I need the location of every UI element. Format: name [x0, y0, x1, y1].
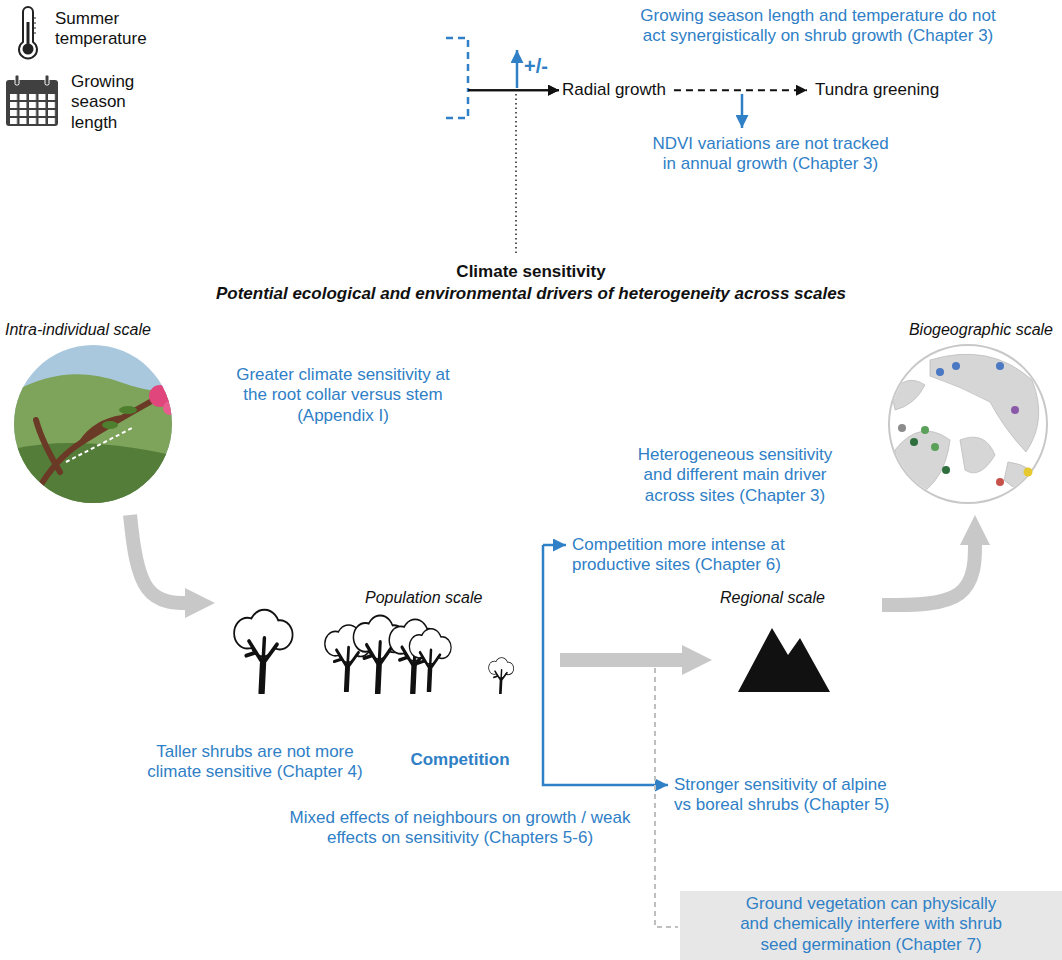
mountain-icon — [738, 628, 830, 692]
connector — [560, 660, 692, 661]
effect-sign: +/- — [524, 54, 548, 78]
photo-cut-line — [66, 428, 132, 462]
bracket-line — [446, 38, 468, 90]
calendar-ring — [15, 75, 19, 85]
effect-arrow — [741, 94, 744, 128]
node-text: Tundra greening — [815, 80, 939, 100]
site-dot — [942, 466, 950, 474]
photo-ground — [0, 443, 200, 520]
finding-text: Heterogeneous sensitivity and different … — [630, 445, 840, 506]
connector — [882, 535, 975, 605]
map-land — [930, 354, 1039, 452]
variable-label: Summer temperature — [5, 5, 446, 67]
site-dot — [952, 362, 960, 370]
site-dot — [921, 426, 929, 434]
map-land — [1004, 462, 1040, 490]
connector — [130, 515, 195, 603]
dotted-guide — [515, 94, 517, 256]
shrub-photo — [0, 340, 200, 520]
connector-line — [130, 515, 195, 603]
finding-text: Mixed effects of neighbours on growth / … — [280, 808, 640, 849]
calendar-icon — [6, 75, 58, 126]
connector — [446, 90, 559, 118]
thermometer-column — [27, 22, 30, 49]
map-land — [895, 431, 950, 497]
connector — [674, 90, 807, 91]
scale-panel: Intra-individual scale — [5, 320, 183, 515]
photo-flower — [163, 401, 177, 415]
photo-leaf — [119, 406, 137, 414]
finding-text: NDVI variations are not tracked in annua… — [648, 134, 893, 175]
connector-line — [882, 535, 975, 605]
node-text: Growing season length — [71, 72, 145, 133]
node-text: Regional scale — [720, 588, 890, 607]
shrub-icon — [489, 658, 513, 693]
site-dot — [996, 478, 1004, 486]
finding-text: Taller shrubs are not more climate sensi… — [143, 742, 367, 783]
scale-panel: Biogeographic scale — [885, 320, 1057, 515]
site-dot — [898, 424, 906, 432]
bracket-arrow — [543, 544, 566, 547]
node-text: Population scale — [365, 588, 710, 607]
photo-hill — [0, 372, 200, 520]
calendar-body — [6, 80, 58, 126]
arctic-map — [889, 345, 1047, 503]
finding-text: Greater climate sensitivity at the root … — [230, 365, 456, 426]
finding-text: Growing season length and temperature do… — [633, 6, 1003, 47]
node-text: Biogeographic scale — [885, 320, 1053, 339]
site-dot — [1024, 468, 1033, 477]
scale-panel: Regional scale — [712, 588, 882, 698]
map-land — [960, 437, 995, 473]
site-dot — [996, 362, 1004, 370]
connector-line — [674, 89, 807, 91]
note-box: Ground vegetation can physically and che… — [680, 891, 1062, 960]
effect-arrow — [516, 50, 519, 88]
bracket-line — [446, 90, 468, 118]
finding-text: Stronger sensitivity of alpine vs boreal… — [674, 775, 896, 816]
scale-panel: Population scale — [215, 588, 560, 698]
map-land — [892, 380, 925, 410]
thermometer-ticks — [33, 18, 36, 33]
finding-text: Competition more intense at productive s… — [572, 535, 797, 576]
connector-line — [468, 89, 559, 91]
shrub-icon — [235, 611, 292, 693]
photo-branch — [30, 402, 150, 505]
connector — [446, 38, 559, 90]
calendar-grid — [10, 94, 56, 124]
node-text: Summer temperature — [55, 9, 155, 50]
site-dot — [1011, 406, 1019, 414]
section-heading: Climate sensitivity — [231, 262, 831, 282]
calendar-ring — [45, 75, 49, 85]
shrub-icon — [410, 630, 451, 691]
node-text: Radial growth — [562, 80, 666, 100]
thermometer-body — [19, 7, 37, 58]
map-disc — [889, 345, 1047, 503]
site-dot — [910, 438, 918, 446]
node-text: Ground vegetation can physically and che… — [735, 894, 1007, 955]
photo-leaf — [102, 421, 118, 429]
section-subheading: Potential ecological and environmental d… — [131, 284, 931, 304]
connector-line — [468, 89, 559, 91]
connector-line — [560, 653, 692, 667]
process-label: Tundra greening — [815, 80, 939, 100]
site-dot — [931, 443, 939, 451]
factor-heading: Competition — [400, 750, 520, 770]
thermometer-icon — [19, 7, 37, 58]
site-dot — [936, 368, 944, 376]
variable-label: Growing season length — [5, 70, 446, 136]
process-label: Radial growth — [562, 80, 666, 100]
node-text: Intra-individual scale — [5, 320, 183, 339]
